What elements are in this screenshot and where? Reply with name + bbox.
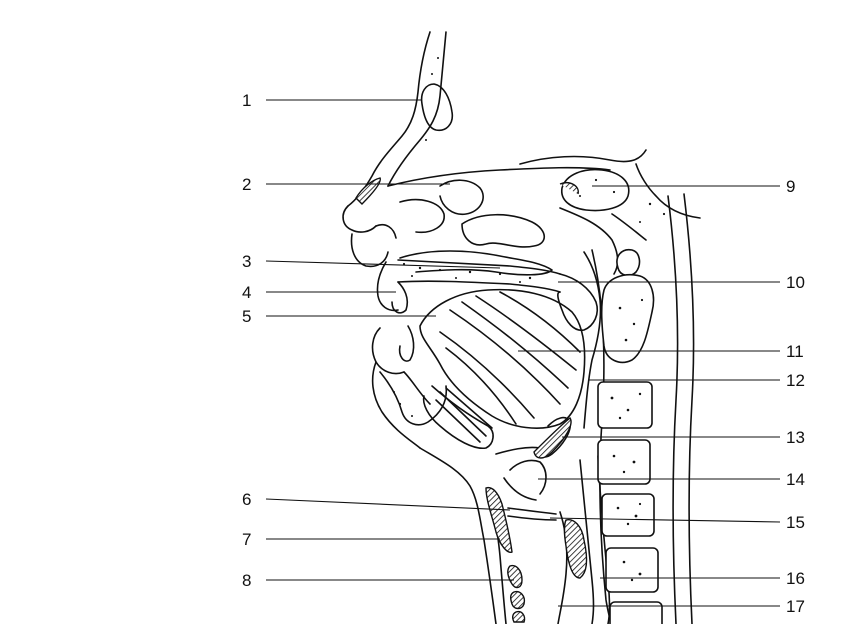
leader-15 <box>550 518 780 522</box>
leader-6 <box>266 499 510 510</box>
label-9: 9 <box>786 178 795 195</box>
label-12: 12 <box>786 372 805 389</box>
label-17: 17 <box>786 598 805 615</box>
chin-outline <box>373 362 420 448</box>
axis-dens <box>602 275 654 363</box>
tracheal-ring-3 <box>513 612 525 622</box>
label-6: 6 <box>242 491 251 508</box>
tracheal-ring-1 <box>508 566 522 588</box>
vertebra-c3 <box>598 382 652 428</box>
frontal-bone-inner <box>388 32 446 186</box>
aryepiglottic-fold <box>510 460 546 494</box>
nasal-roof <box>388 168 610 186</box>
clivus <box>560 208 618 274</box>
neck-front <box>420 448 496 624</box>
label-10: 10 <box>786 274 805 291</box>
label-1: 1 <box>242 92 251 109</box>
inferior-turbinate <box>400 251 552 275</box>
label-16: 16 <box>786 570 805 587</box>
vertebra-c6 <box>606 548 658 592</box>
tracheal-ring-2 <box>511 592 525 609</box>
upper-lip <box>377 262 398 310</box>
atlas-arch <box>617 250 640 276</box>
vertebra-c4 <box>598 440 650 484</box>
superior-turbinate <box>440 180 483 214</box>
vertebra-c5 <box>602 494 654 536</box>
nose-outline <box>343 206 376 232</box>
arytenoid-cartilage <box>565 520 587 578</box>
upper-incisor <box>392 282 407 313</box>
label-8: 8 <box>242 572 251 589</box>
label-5: 5 <box>242 308 251 325</box>
label-11: 11 <box>786 343 804 360</box>
frontal-sinus <box>422 84 453 130</box>
lower-incisor <box>400 326 414 361</box>
skull-base <box>520 150 646 164</box>
label-3: 3 <box>242 253 251 270</box>
spine-posterior <box>668 196 678 624</box>
laryngeal-vestibule <box>504 478 536 500</box>
label-2: 2 <box>242 176 251 193</box>
label-13: 13 <box>786 429 805 446</box>
middle-turbinate <box>462 215 544 247</box>
label-4: 4 <box>242 284 251 301</box>
vertebra-c7 <box>610 602 662 624</box>
nose-ala <box>352 234 388 266</box>
label-15: 15 <box>786 514 805 531</box>
mandible <box>380 372 446 425</box>
label-14: 14 <box>786 471 805 488</box>
vocal-fold <box>508 508 556 514</box>
label-7: 7 <box>242 531 251 548</box>
